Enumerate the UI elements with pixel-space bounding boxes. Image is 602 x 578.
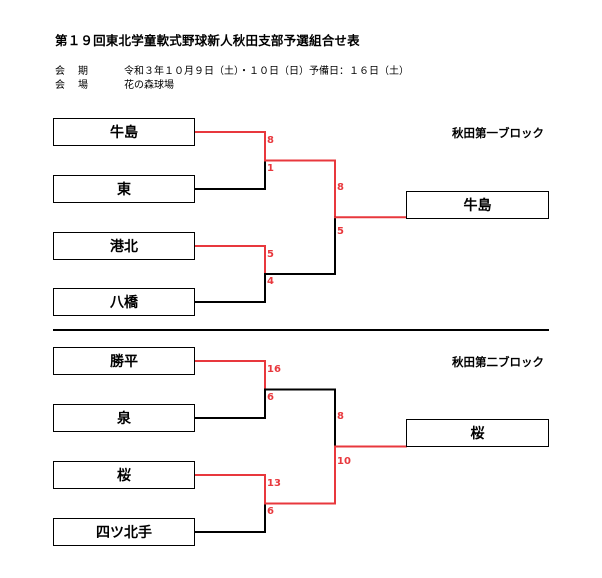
match-score: 8 — [267, 135, 274, 146]
match-score: 8 — [337, 181, 344, 193]
team-box: 東 — [53, 175, 195, 203]
period-value: 令和３年１０月９日（土）・１０日（日）予備日：１６日（土） — [124, 66, 409, 77]
team-box: 港北 — [53, 232, 195, 260]
block-divider — [53, 329, 549, 331]
match-score: 5 — [337, 226, 344, 238]
venue-label: 会場 — [55, 80, 101, 91]
team-box: 勝平 — [53, 347, 195, 375]
match-score: 8 — [337, 410, 344, 422]
champion-box: 牛島 — [406, 191, 549, 219]
match-score: 13 — [267, 478, 281, 489]
team-name: 港北 — [110, 239, 138, 255]
team-name: 牛島 — [463, 198, 492, 214]
match-score: 6 — [267, 391, 274, 403]
match-score: 1 — [267, 162, 274, 174]
team-name: 勝平 — [110, 354, 138, 370]
team-name: 四ツ北手 — [96, 525, 152, 541]
team-name: 東 — [117, 182, 131, 198]
venue-value: 花の森球場 — [124, 80, 174, 91]
match-score: 6 — [267, 505, 274, 517]
team-name: 泉 — [117, 411, 131, 427]
team-name: 桜 — [117, 468, 131, 484]
team-box: 桜 — [53, 461, 195, 489]
match-score: 5 — [267, 249, 274, 260]
team-box: 八橋 — [53, 288, 195, 316]
team-box: 泉 — [53, 404, 195, 432]
team-name: 八橋 — [110, 295, 138, 311]
match-score: 4 — [267, 276, 274, 287]
match-score: 10 — [337, 455, 351, 467]
page-title: 第１９回東北学童軟式野球新人秋田支部予選組合せ表 — [55, 33, 360, 48]
match-score: 16 — [267, 364, 281, 375]
team-name: 牛島 — [110, 125, 138, 141]
champion-box: 桜 — [406, 419, 549, 447]
block-label: 秋田第二ブロック — [452, 355, 544, 369]
period-label: 会期 — [55, 66, 101, 77]
block-label: 秋田第一ブロック — [452, 126, 544, 140]
team-name: 桜 — [470, 426, 485, 442]
team-box: 四ツ北手 — [53, 518, 195, 546]
team-box: 牛島 — [53, 118, 195, 146]
